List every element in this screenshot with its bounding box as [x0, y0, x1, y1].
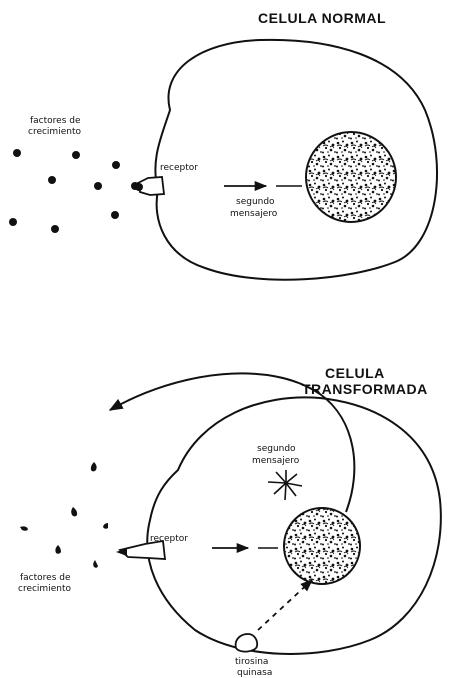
normal-cell-title: CELULA NORMAL	[258, 10, 386, 26]
transformed-cell-nucleus	[284, 508, 360, 584]
growth-factor-drop	[91, 462, 97, 472]
growth-factor-dot	[13, 149, 21, 157]
tyrosine-kinase-label-line1: tirosina	[235, 657, 268, 667]
second-messenger-label-line1: segundo	[257, 444, 296, 454]
transformed-cell-section: CELULA TRANSFORMADA segundo mensajero	[18, 365, 441, 678]
growth-factor-drop	[103, 523, 108, 529]
growth-factors-label-line2: crecimiento	[18, 584, 71, 594]
receptor-label: receptor	[150, 534, 188, 544]
kinase-dashed-arrow	[258, 580, 312, 630]
growth-factors-label-line2: crecimiento	[28, 127, 81, 137]
normal-receptor	[135, 177, 164, 195]
second-messenger-label-line2: mensajero	[252, 456, 300, 466]
growth-factor-dot	[111, 211, 119, 219]
growth-factor-dot	[112, 161, 120, 169]
normal-cell-membrane	[155, 40, 437, 280]
growth-factor-dot	[9, 218, 17, 226]
growth-factor-dot	[94, 182, 102, 190]
transformed-cell-title-line1: CELULA	[325, 365, 385, 381]
tyrosine-kinase-shape	[236, 634, 258, 652]
growth-factor-dot	[51, 225, 59, 233]
growth-factor-teardrops	[20, 462, 108, 568]
growth-factor-drop	[20, 526, 28, 530]
growth-factor-dot	[72, 151, 80, 159]
growth-factor-drop	[55, 545, 61, 554]
second-messenger-label-line2: mensajero	[230, 209, 278, 219]
second-messenger-label-line1: segundo	[236, 197, 275, 207]
normal-cell-nucleus	[306, 132, 396, 222]
growth-factor-dot	[48, 176, 56, 184]
growth-factor-dots	[9, 149, 139, 233]
normal-cell-section: CELULA NORMAL factores de crecimiento re…	[9, 10, 437, 280]
second-messenger-burst	[268, 470, 302, 500]
tyrosine-kinase-label-line2: quinasa	[237, 668, 272, 678]
growth-factors-label-line1: factores de	[30, 116, 81, 126]
receptor-label: receptor	[160, 163, 198, 173]
growth-factor-drop	[71, 507, 77, 517]
growth-factor-drop	[93, 560, 98, 568]
growth-factors-label-line1: factores de	[20, 573, 71, 583]
